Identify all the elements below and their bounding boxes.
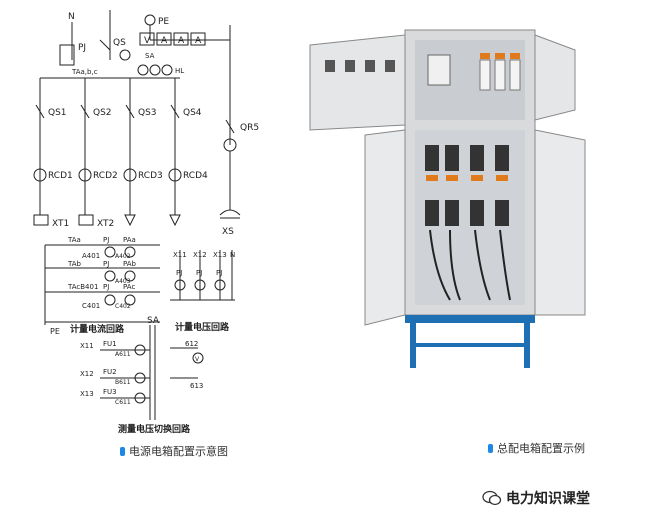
wechat-icon (482, 490, 502, 506)
current-circuit-label: 计量电流回路 (70, 323, 125, 335)
voltage-label: X11 (173, 251, 187, 259)
ct-label: TAb (67, 260, 82, 268)
label-sa: SA (145, 52, 155, 60)
watermark-text: 电力知识课堂 (506, 491, 590, 507)
fuse-label: FU3 (103, 388, 117, 396)
fuse-label: 613 (190, 382, 203, 390)
switch-label: QR5 (240, 123, 259, 133)
caption-left: 电源电箱配置示意图 (120, 443, 228, 459)
fuse-label: 612 (185, 340, 198, 348)
voltage-label: X13 (213, 251, 227, 259)
rcd-label: RCD2 (93, 171, 118, 181)
caption-right: 总配电箱配置示例 (488, 440, 585, 456)
rcd-label: RCD3 (138, 171, 163, 181)
ct-label: C401 (82, 302, 100, 310)
rcd-label: RCD4 (183, 171, 208, 181)
meter-label: A (178, 36, 185, 46)
fuse-label: FU2 (103, 368, 117, 376)
ct-label: TAa (67, 236, 81, 244)
ct-label: A401 (82, 252, 100, 260)
fuse-label: A611 (115, 351, 131, 358)
meter-label: V (144, 36, 151, 46)
label-n: N (68, 12, 75, 22)
rcd-label: RCD1 (48, 171, 73, 181)
switch-label: QS2 (93, 108, 112, 118)
meter-label: A (161, 36, 168, 46)
fuse-label: V (195, 356, 200, 363)
voltage-label: PJ (176, 269, 182, 277)
watermark: 电力知识课堂 (482, 488, 590, 508)
voltage-label: PJ (196, 269, 202, 277)
fuse-label: B611 (115, 379, 131, 386)
fuse-label: X11 (80, 342, 94, 350)
voltage-label: N (230, 251, 235, 259)
ct-label: PAa (123, 236, 136, 244)
label-hl: HL (175, 67, 184, 75)
fuse-label: X12 (80, 370, 94, 378)
ct-label: PJ (103, 236, 109, 244)
ct-label: PJ (103, 260, 109, 268)
ct-label: PAc (123, 283, 135, 291)
switch-label: QS1 (48, 108, 67, 118)
fuse-label: FU1 (103, 340, 117, 348)
pe-label: PE (50, 327, 60, 336)
ct-label: PAb (123, 260, 137, 268)
ct-label: C402 (115, 303, 131, 310)
bullet-icon (488, 444, 493, 453)
label-pj: PJ (78, 43, 86, 53)
fuse-label: X13 (80, 390, 94, 398)
ct-label: TAcB401 (67, 283, 98, 291)
fuse-label: C611 (115, 399, 131, 406)
switch-label: QS4 (183, 108, 202, 118)
sa-label: SA (147, 316, 160, 326)
meter-label: A (195, 36, 202, 46)
terminal-label: XT1 (52, 219, 69, 229)
label-qs: QS (113, 38, 126, 48)
caption-right-text: 总配电箱配置示例 (497, 442, 585, 455)
switch-label: QS3 (138, 108, 157, 118)
voltage-circuit-label: 计量电压回路 (175, 321, 230, 333)
caption-left-text: 电源电箱配置示意图 (129, 445, 228, 458)
distribution-box-photo (309, 29, 586, 368)
label-pe: PE (158, 17, 169, 27)
voltage-label: PJ (216, 269, 222, 277)
ct-label: A402 (115, 253, 131, 260)
ct-label: A403 (115, 278, 131, 285)
switch-circuit-label: 测量电压切换回路 (118, 423, 191, 435)
terminal-label: XT2 (97, 219, 114, 229)
terminal-label: XS (222, 227, 234, 237)
ct-label: PJ (103, 283, 109, 291)
voltage-label: X12 (193, 251, 207, 259)
label-phases: TAa,b,c (71, 68, 98, 76)
bullet-icon (120, 447, 125, 456)
power-box-schematic: N PE V A A A PJ QS SA TAa,b,c HL QS1 QS2… (33, 10, 259, 435)
